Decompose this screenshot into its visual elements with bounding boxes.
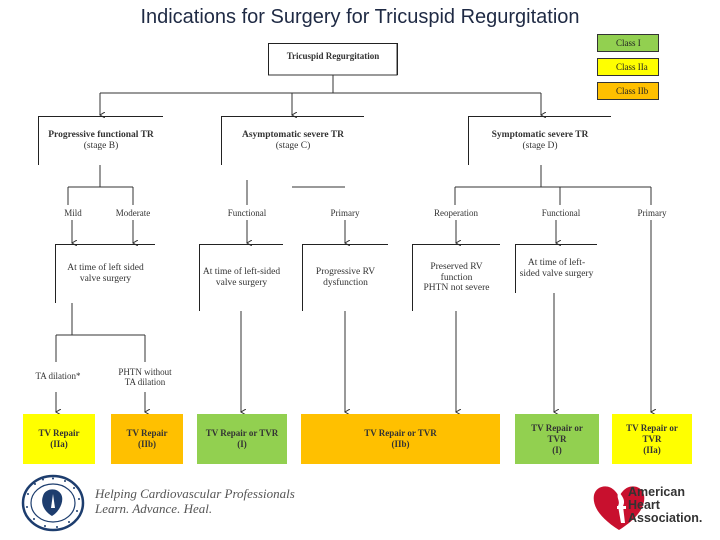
acc-tagline-line-2: Learn. Advance. Heal. <box>95 501 213 516</box>
condition-d-preserved-rv: Preserved RV function PHTN not severe <box>412 244 500 311</box>
stage-d-sub: (stage D) <box>522 141 558 151</box>
legend-class-2a: Class IIa <box>597 58 659 76</box>
outcome-tv-repair-2b: TV Repair (IIb) <box>111 414 183 464</box>
condition-b-left-sided: At time of left sided valve surgery <box>55 244 155 303</box>
aha-wordmark: American Heart Association. <box>628 486 702 525</box>
label-c-primary: Primary <box>330 208 360 218</box>
legend-class-1: Class I <box>597 34 659 52</box>
stage-c-name: Asymptomatic severe TR <box>241 130 345 141</box>
page-title: Indications for Surgery for Tricuspid Re… <box>140 6 580 28</box>
label-mild: Mild <box>64 208 82 218</box>
condition-c-left-sided: At time of left-sided valve surgery <box>199 244 283 311</box>
aha-word-1: American <box>628 485 685 499</box>
condition-c-progressive-rv: Progressive RV dysfunction <box>302 244 388 311</box>
outcome-tv-repair-or-tvr-1: TV Repair or TVR (I) <box>197 414 287 464</box>
legend-class-2b: Class IIb <box>597 82 659 100</box>
stage-c-sub: (stage C) <box>275 141 311 151</box>
aha-word-2: Heart <box>628 498 660 512</box>
label-c-functional: Functional <box>227 208 267 218</box>
stage-c-node: Asymptomatic severe TR(stage C) <box>221 116 364 165</box>
stage-b-node: Progressive functional TR(stage B) <box>38 116 163 165</box>
label-d-primary: Primary <box>637 208 667 218</box>
aha-word-3: Association. <box>628 511 703 525</box>
acc-tagline-line-1: Helping Cardiovascular Professionals <box>95 486 295 501</box>
subcondition-phtn: PHTN without TA dilation <box>118 367 172 388</box>
root-label: Tricuspid Regurgitation <box>286 51 380 62</box>
condition-d-left-sided: At time of left- sided valve surgery <box>515 244 597 293</box>
outcome-tv-repair-or-tvr-1-d: TV Repair or TVR (I) <box>515 414 599 464</box>
label-moderate: Moderate <box>115 208 151 218</box>
stage-d-node: Symptomatic severe TR(stage D) <box>468 116 611 165</box>
root-node: Tricuspid Regurgitation <box>268 43 398 75</box>
outcome-tv-repair-or-tvr-2a-d: TV Repair or TVR (IIa) <box>612 414 692 464</box>
label-d-functional: Functional <box>541 208 581 218</box>
stage-b-name: Progressive functional TR <box>48 130 154 141</box>
acc-seal-logo <box>21 474 85 532</box>
label-reoperation: Reoperation <box>434 208 478 218</box>
outcome-tv-repair-or-tvr-2b: TV Repair or TVR (IIb) <box>301 414 500 464</box>
stage-b-sub: (stage B) <box>83 141 119 151</box>
outcome-tv-repair-2a: TV Repair (IIa) <box>23 414 95 464</box>
acc-tagline: Helping Cardiovascular Professionals Lea… <box>95 486 295 516</box>
aha-heart-torch-logo <box>593 486 645 530</box>
subcondition-ta-dilation: TA dilation* <box>35 371 81 381</box>
stage-d-name: Symptomatic severe TR <box>491 130 589 141</box>
